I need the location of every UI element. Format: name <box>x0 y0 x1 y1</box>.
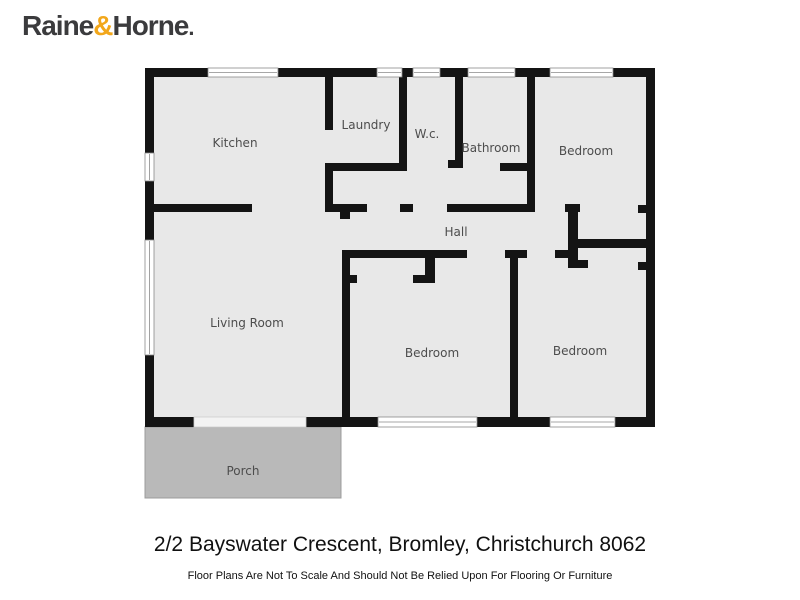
room-label-wc: W.c. <box>414 127 440 141</box>
room-label-bedroom-left: Bedroom <box>404 346 460 360</box>
logo-horne: Horne <box>112 10 189 41</box>
porch-slab <box>144 426 342 499</box>
room-label-living-room: Living Room <box>210 316 284 330</box>
raine-and-horne-logo: Raine&Horne. <box>22 10 195 41</box>
porch-door-opening <box>193 416 307 428</box>
room-label-bedroom-right: Bedroom <box>552 344 608 358</box>
logo-raine: Raine <box>22 10 94 41</box>
room-label-bathroom: Bathroom <box>461 141 521 155</box>
windows-layer <box>144 67 616 428</box>
property-address: 2/2 Bayswater Crescent, Bromley, Christc… <box>153 533 647 556</box>
porch <box>144 426 342 499</box>
room-label-bedroom-top: Bedroom <box>558 144 614 158</box>
logo-ampersand: & <box>93 10 113 41</box>
room-label-laundry: Laundry <box>341 118 391 132</box>
logo-period: . <box>188 15 194 40</box>
room-label-porch: Porch <box>226 464 260 478</box>
room-label-hall: Hall <box>444 225 468 239</box>
room-label-kitchen: Kitchen <box>212 136 258 150</box>
disclaimer-text: Floor Plans Are Not To Scale And Should … <box>187 570 613 582</box>
